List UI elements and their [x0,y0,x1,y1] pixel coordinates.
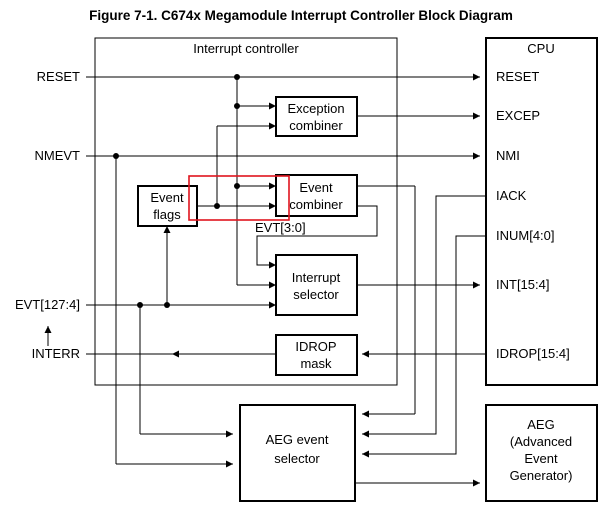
svg-text:IDROP: IDROP [295,339,336,354]
svg-text:combiner: combiner [289,118,343,133]
figure-title: Figure 7-1. C674x Megamodule Interrupt C… [89,8,513,23]
cpu-port-inum: INUM[4:0] [496,228,555,243]
aeg-block: AEG (Advanced Event Generator) [485,404,598,502]
nmevt-input-label: NMEVT [35,148,81,163]
svg-text:Event: Event [524,451,558,466]
evt-input-label: EVT[127:4] [15,297,80,312]
idrop-mask-block: IDROP mask [275,334,358,376]
svg-text:Exception: Exception [287,101,344,116]
svg-text:Interrupt: Interrupt [292,270,341,285]
svg-text:(Advanced: (Advanced [510,434,572,449]
cpu-port-iack: IACK [496,188,527,203]
cpu-port-reset: RESET [496,69,539,84]
interrupt-selector-block: Interrupt selector [275,254,358,316]
cpu-port-nmi: NMI [496,148,520,163]
event-combiner-block: Event combiner [275,174,358,217]
svg-text:AEG: AEG [527,417,554,432]
svg-text:Generator): Generator) [510,468,573,483]
cpu-port-idrop: IDROP[15:4] [496,346,570,361]
svg-text:selector: selector [274,451,320,466]
svg-text:combiner: combiner [289,197,343,212]
cpu-port-excep: EXCEP [496,108,540,123]
aeg-event-selector-block: AEG event selector [239,404,356,502]
cpu-port-int: INT[15:4] [496,277,549,292]
svg-text:Event: Event [150,190,184,205]
svg-text:Event: Event [299,180,333,195]
event-flags-block: Event flags [137,185,198,227]
cpu-label: CPU [527,41,554,56]
svg-text:selector: selector [293,287,339,302]
cpu-region [485,37,598,386]
highlight-box [188,175,290,221]
evt-3-0-label: EVT[3:0] [255,220,306,235]
wires [44,73,486,487]
svg-text:AEG event: AEG event [266,432,329,447]
reset-input-label: RESET [37,69,80,84]
interrupt-controller-label: Interrupt controller [193,41,299,56]
svg-text:mask: mask [300,356,332,371]
interr-label: INTERR [32,346,80,361]
svg-text:flags: flags [153,207,181,222]
junctions [113,74,240,308]
exception-combiner-block: Exception combiner [275,96,358,137]
